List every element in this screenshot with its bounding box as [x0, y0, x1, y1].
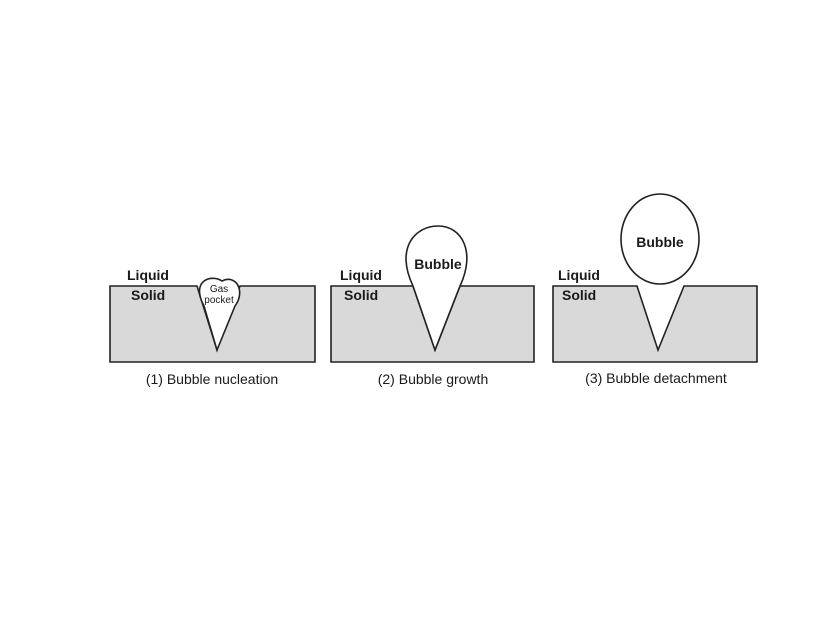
gas-pocket-shape: [198, 277, 241, 353]
bubble-label-2: Bubble: [414, 256, 462, 272]
bubble-label-3: Bubble: [636, 234, 684, 250]
growing-bubble-shape: [405, 225, 468, 353]
solid-label-3: Solid: [562, 287, 596, 303]
stage-2-caption: (2) Bubble growth: [378, 371, 489, 387]
stage-1-caption: (1) Bubble nucleation: [146, 371, 278, 387]
stage-3-detachment: Liquid Solid Bubble (3) Bubble detachmen…: [552, 193, 758, 386]
solid-label-2: Solid: [344, 287, 378, 303]
solid-block-3: [552, 285, 758, 363]
liquid-label-1: Liquid: [127, 267, 169, 283]
detached-bubble-shape: [620, 193, 700, 285]
solid-label-1: Solid: [131, 287, 165, 303]
stage-3-caption: (3) Bubble detachment: [585, 370, 727, 386]
gas-pocket-label-line2: pocket: [204, 295, 234, 306]
stage-1-nucleation: Liquid Solid Gas pocket (1) Bubble nucle…: [109, 267, 316, 387]
liquid-label-3: Liquid: [558, 267, 600, 283]
liquid-label-2: Liquid: [340, 267, 382, 283]
gas-pocket-label-line1: Gas: [210, 284, 228, 295]
stage-2-growth: Liquid Solid Bubble (2) Bubble growth: [330, 225, 535, 387]
